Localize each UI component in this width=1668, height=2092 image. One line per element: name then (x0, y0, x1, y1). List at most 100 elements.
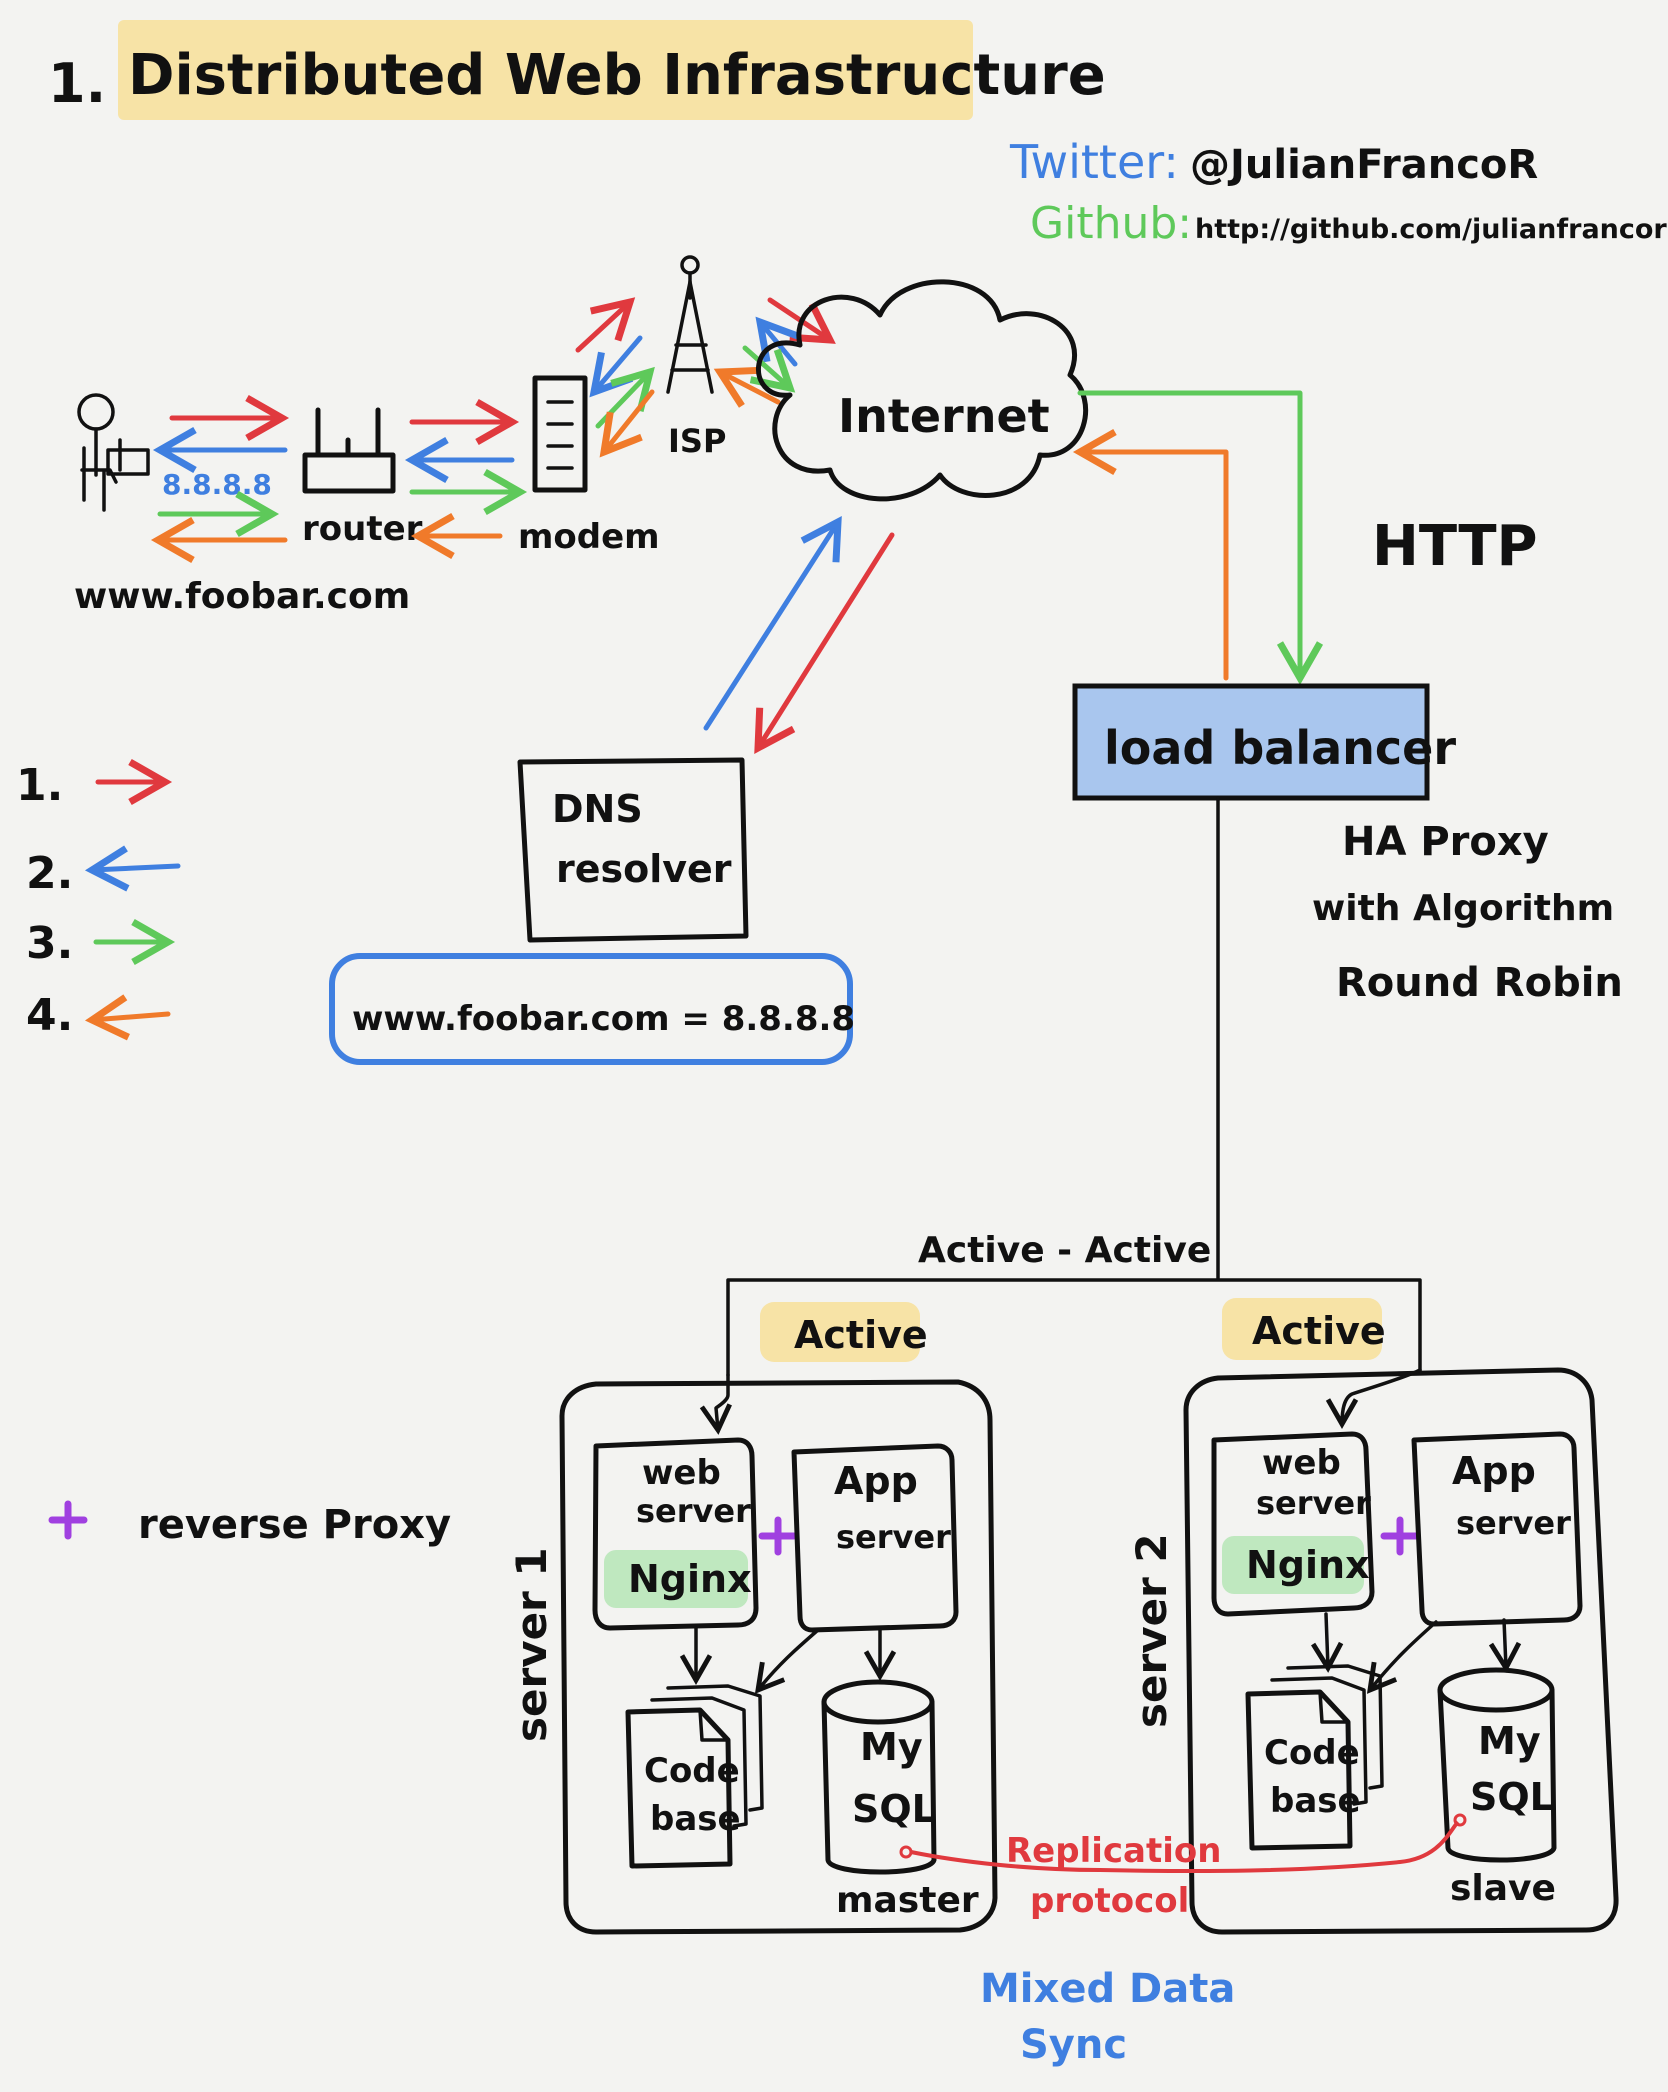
arrow-isp-internet-3 (742, 345, 796, 393)
app-server-line1: App (1452, 1449, 1536, 1493)
isp-label: ISP (668, 422, 726, 460)
cluster-mode-label: Active - Active (918, 1230, 1211, 1271)
codebase-icon (1245, 1664, 1384, 1851)
legend-label-4: 4. (26, 990, 73, 1041)
arrow-isp-modem-2 (589, 335, 643, 398)
server-1: Active server 1 web server Nginx App ser… (507, 1302, 998, 1935)
status-badge: Active (1252, 1309, 1386, 1353)
arrow-app-code (1366, 1620, 1438, 1694)
arrow-internet-dns-1 (754, 532, 895, 754)
twitter-label: Twitter: (1009, 135, 1179, 189)
arrow-modem-isp-1 (575, 297, 636, 353)
github-label: Github: (1030, 198, 1192, 249)
status-highlight (760, 1302, 920, 1362)
replication-line1: Replication (1006, 1831, 1221, 1871)
legend-arrow-4 (84, 994, 171, 1041)
lb-info-line2: with Algorithm (1312, 888, 1614, 929)
database-icon (821, 1679, 937, 1875)
title-number: 1. (48, 52, 106, 115)
dns-label-line2: resolver (556, 847, 732, 891)
title-highlight (118, 20, 973, 120)
server-name: server 1 (507, 1547, 556, 1742)
arrow-internet-lb-3 (1077, 390, 1324, 686)
status-badge: Active (794, 1313, 928, 1357)
web-server-line1: web (642, 1453, 721, 1493)
db-line2: SQL (1470, 1775, 1554, 1819)
codebase-line2: base (650, 1799, 741, 1839)
db-line1: My (860, 1725, 923, 1769)
plus-icon (758, 1516, 798, 1556)
codebase-line2: base (1270, 1781, 1361, 1821)
app-server-line1: App (834, 1459, 918, 1503)
db-role-label: master (836, 1880, 979, 1921)
arrow-dns-internet-2 (703, 516, 842, 731)
modem-icon (532, 375, 588, 493)
dns-resolver-box (517, 757, 749, 943)
dns-label-line1: DNS (552, 787, 643, 831)
cluster-connector (726, 1278, 1422, 1377)
web-server-line2: server (636, 1492, 751, 1530)
legend: 1. 2. 3. 4. (16, 758, 181, 1041)
server-name: server 2 (1127, 1533, 1176, 1728)
replication-line2: protocol (1030, 1881, 1189, 1921)
lb-info-line1: HA Proxy (1342, 819, 1549, 865)
db-role-label: slave (1450, 1868, 1556, 1909)
db-line2: SQL (852, 1787, 936, 1831)
server-frame (1183, 1367, 1619, 1935)
entry-arrow (699, 1373, 732, 1435)
router-label: router (302, 509, 423, 549)
nginx-highlight (1222, 1536, 1364, 1594)
web-server-line2: server (1256, 1484, 1371, 1522)
http-label: HTTP (1372, 514, 1538, 579)
sync-line2: Sync (1020, 2022, 1127, 2068)
user-icon (77, 393, 150, 512)
entry-arrow (1325, 1368, 1422, 1429)
app-server-line2: server (1456, 1504, 1571, 1542)
plus-icon (1380, 1516, 1420, 1556)
db-line1: My (1478, 1719, 1541, 1763)
server-frame (559, 1379, 998, 1935)
client-domain: www.foobar.com (74, 576, 410, 617)
client-ip: 8.8.8.8 (162, 468, 272, 501)
web-server-line1: web (1262, 1443, 1341, 1483)
github-url: http://github.com/julianfrancor (1195, 214, 1667, 245)
codebase-line1: Code (1264, 1733, 1360, 1773)
arrow-lb-internet-4 (1072, 428, 1229, 681)
arrow-isp-modem-4 (599, 389, 655, 458)
reverse-proxy-legend: reverse Proxy (48, 1500, 451, 1548)
reverse-proxy-label: reverse Proxy (138, 1502, 451, 1548)
arrow-web-code (1311, 1612, 1344, 1673)
server-2: Active server 2 web server Nginx App ser… (1127, 1298, 1619, 1935)
app-server-box (791, 1443, 959, 1633)
legend-label-3: 3. (26, 918, 73, 969)
web-server-box (1211, 1431, 1375, 1617)
app-server-box (1411, 1431, 1583, 1627)
nginx-label: Nginx (628, 1557, 752, 1601)
legend-label-2: 2. (26, 848, 73, 899)
arrow-app-db (1488, 1618, 1522, 1673)
load-balancer-box (1072, 683, 1430, 801)
legend-arrow-2 (84, 845, 181, 892)
sync-line1: Mixed Data (980, 1966, 1235, 2012)
database-icon (1437, 1667, 1557, 1863)
arrow-internet-isp-4 (713, 366, 781, 408)
lb-info-line3: Round Robin (1336, 960, 1623, 1006)
replication-link (899, 1813, 1467, 1874)
page-title: Distributed Web Infrastructure (128, 43, 1106, 108)
router-icon (302, 407, 396, 494)
plus-icon (48, 1500, 88, 1540)
twitter-handle: @JulianFrancoR (1190, 142, 1538, 188)
codebase-line1: Code (644, 1751, 740, 1791)
load-balancer-label: load balancer (1104, 721, 1456, 775)
modem-label: modem (518, 517, 660, 557)
web-server-box (592, 1437, 759, 1631)
nginx-highlight (604, 1550, 748, 1608)
codebase-icon (625, 1684, 764, 1869)
arrow-app-code (754, 1628, 820, 1694)
internet-cloud (756, 279, 1088, 502)
dns-record-box (329, 953, 853, 1065)
status-highlight (1222, 1298, 1382, 1360)
dns-record: www.foobar.com = 8.8.8.8 (352, 999, 855, 1039)
nginx-label: Nginx (1246, 1543, 1370, 1587)
